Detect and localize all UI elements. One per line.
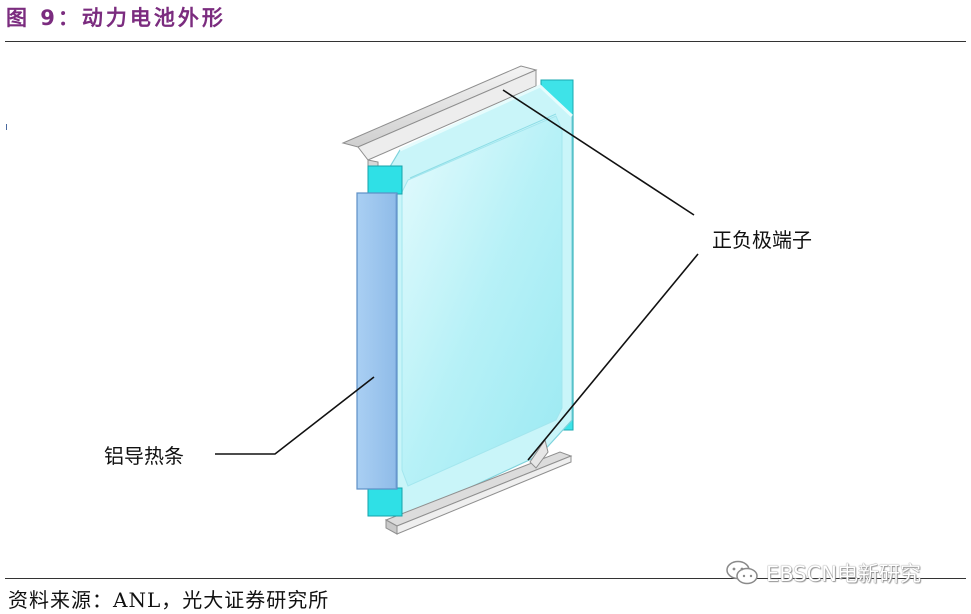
cell-pouch: [387, 84, 574, 521]
left-terminal-bottom: [367, 487, 403, 517]
left-terminal-top: [367, 165, 403, 195]
bottom-frame-rail: [384, 438, 573, 535]
source-note: 资料来源：ANL，光大证券研究所: [8, 588, 330, 612]
wechat-icon: [726, 560, 758, 585]
leader-line-top-terminal: [502, 89, 695, 216]
margin-tick: [6, 124, 7, 130]
figure-title: 图 9：动力电池外形: [6, 6, 226, 30]
leader-lines: [215, 89, 699, 461]
top-divider: [5, 41, 966, 42]
aluminum-heat-strip: [356, 192, 398, 490]
leader-line-bottom-terminal: [527, 253, 699, 461]
watermark: EBSCN电新研究: [724, 558, 921, 588]
bottom-divider: [5, 578, 966, 579]
heat-strip-label: 铝导热条: [104, 444, 184, 468]
terminals-label: 正负极端子: [712, 228, 812, 252]
leader-line-heat-strip: [215, 376, 375, 455]
watermark-text: EBSCN电新研究: [766, 562, 922, 586]
